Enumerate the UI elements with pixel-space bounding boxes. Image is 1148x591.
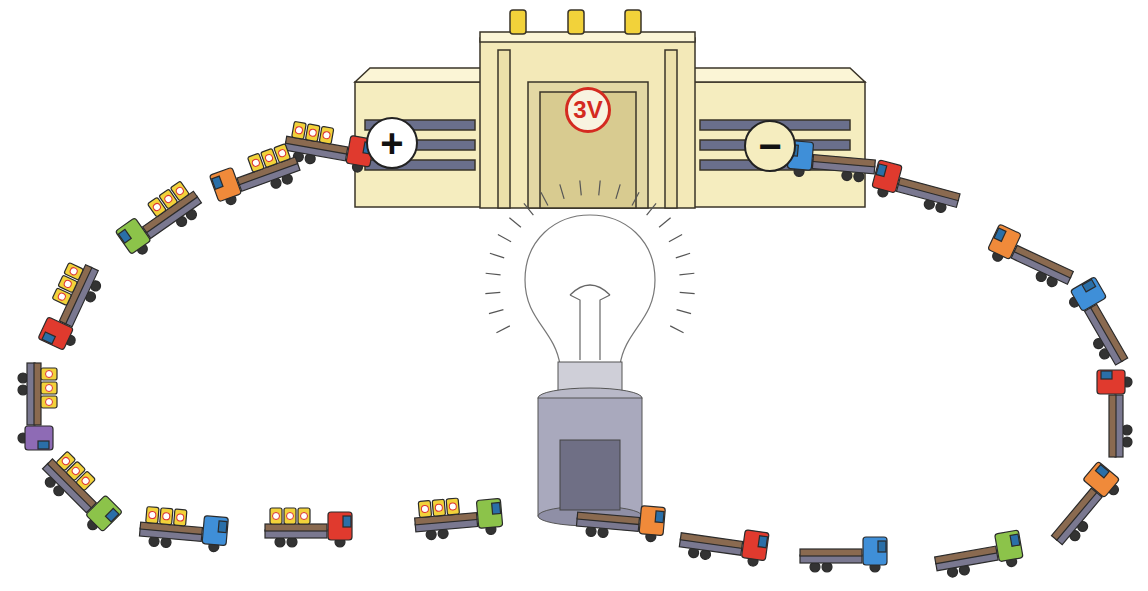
truck xyxy=(933,530,1025,580)
truck xyxy=(36,448,125,537)
truck xyxy=(576,500,666,542)
truck xyxy=(113,178,207,260)
voltage-label: 3V xyxy=(565,87,611,133)
truck xyxy=(34,258,106,353)
truck xyxy=(985,224,1079,292)
truck xyxy=(18,363,57,450)
truck xyxy=(265,508,352,547)
truck xyxy=(413,494,503,540)
truck xyxy=(678,521,769,568)
truck xyxy=(870,160,963,216)
truck xyxy=(787,140,877,182)
truck xyxy=(139,506,229,552)
truck xyxy=(1042,461,1125,550)
minus-sign: − xyxy=(744,120,796,172)
truck xyxy=(1097,370,1132,457)
light-bulb xyxy=(485,180,694,526)
truck xyxy=(208,142,303,208)
truck xyxy=(1064,277,1138,370)
plus-sign: + xyxy=(366,117,418,169)
truck xyxy=(800,537,887,572)
battery-factory xyxy=(355,10,865,208)
